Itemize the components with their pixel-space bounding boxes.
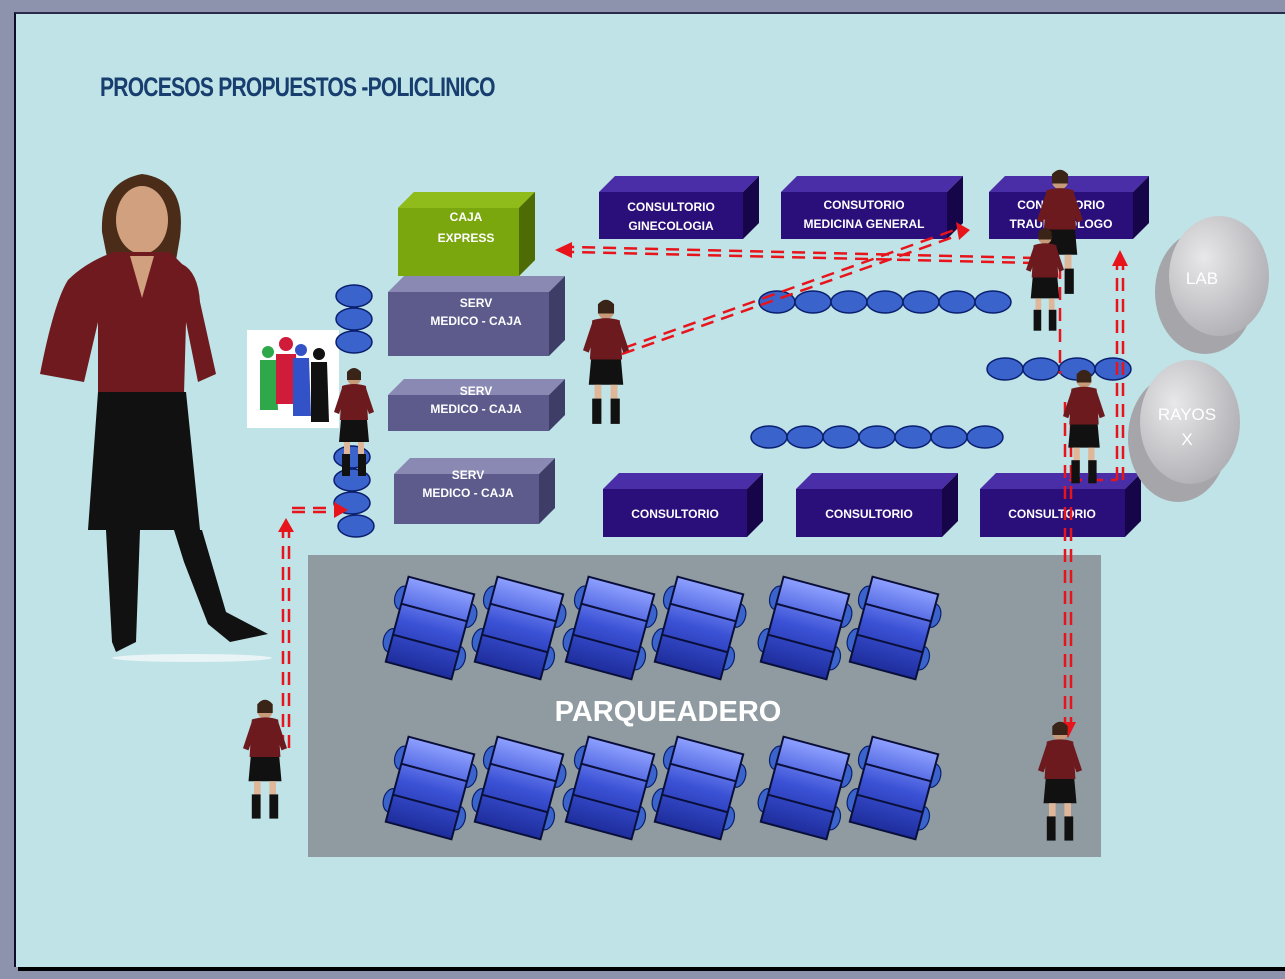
woman-figure-waiting: [583, 299, 629, 424]
consultorio-ginecologia-line2: GINECOLOGIA: [628, 219, 714, 233]
arrow-right-loop-up: [1115, 264, 1125, 480]
consultorio-box-1: CONSULTORIO: [603, 473, 763, 537]
consultorio-box-1-label: CONSULTORIO: [631, 507, 719, 521]
rayos-x-line2: X: [1181, 430, 1192, 449]
serv-box-3-line1: SERV: [452, 468, 484, 482]
consultorio-ginecologia-line1: CONSULTORIO: [627, 200, 715, 214]
consultorio-box-3-label: CONSULTORIO: [1008, 507, 1096, 521]
woman-figure-large: [40, 174, 272, 662]
woman-figure-rayos: [1063, 369, 1105, 484]
consultorio-medicina-general-line2: MEDICINA GENERAL: [804, 217, 925, 231]
rayos-x-line1: RAYOS: [1158, 405, 1216, 424]
diagram: PARQUEADERO: [40, 169, 1269, 857]
parking-label: PARQUEADERO: [555, 696, 782, 728]
lab-cylinder: LAB: [1155, 216, 1269, 354]
arrow-to-serv: [292, 506, 334, 514]
caja-express-line1: CAJA: [450, 210, 483, 224]
serv-box-2: SERV MEDICO - CAJA: [388, 379, 565, 431]
slide: PROCESOS PROPUESTOS -POLICLINICO: [14, 12, 1285, 967]
slide-title: PROCESOS PROPUESTOS -POLICLINICO: [100, 72, 496, 102]
serv-box-3-line2: MEDICO - CAJA: [422, 486, 514, 500]
arrow-to-medicina-general: [621, 226, 963, 356]
consultorio-medicina-general-line1: CONSUTORIO: [823, 198, 904, 212]
lab-label: LAB: [1186, 269, 1218, 288]
rayos-x-cylinder: RAYOS X: [1128, 360, 1240, 502]
arrow-exit-down: [1063, 402, 1073, 722]
woman-figure-entrance: [243, 699, 287, 819]
group-of-people-icon: [247, 330, 339, 428]
consultorio-ginecologia-box: CONSULTORIO GINECOLOGIA: [599, 176, 759, 239]
arrow-entrance-up: [281, 532, 291, 748]
consultorio-medicina-general-box: CONSUTORIO MEDICINA GENERAL: [781, 176, 963, 239]
queue-upper: [758, 290, 1012, 314]
flow-arrows: [278, 222, 1128, 748]
consultorio-box-2-label: CONSULTORIO: [825, 507, 913, 521]
serv-box-1-line1: SERV: [460, 296, 492, 310]
serv-box-2-line2: MEDICO - CAJA: [430, 402, 522, 416]
serv-box-2-line1: SERV: [460, 384, 492, 398]
consultorio-box-2: CONSULTORIO: [796, 473, 958, 537]
serv-box-1-line2: MEDICO - CAJA: [430, 314, 522, 328]
serv-box-3: SERV MEDICO - CAJA: [394, 458, 555, 524]
serv-box-1: SERV MEDICO - CAJA: [388, 276, 565, 356]
arrow-to-caja-express: [571, 245, 1037, 265]
caja-express-box: CAJA EXPRESS: [398, 192, 535, 276]
consultorio-box-3: CONSULTORIO: [980, 473, 1141, 537]
queue-middle: [750, 425, 1004, 449]
caja-express-line2: EXPRESS: [438, 231, 495, 245]
